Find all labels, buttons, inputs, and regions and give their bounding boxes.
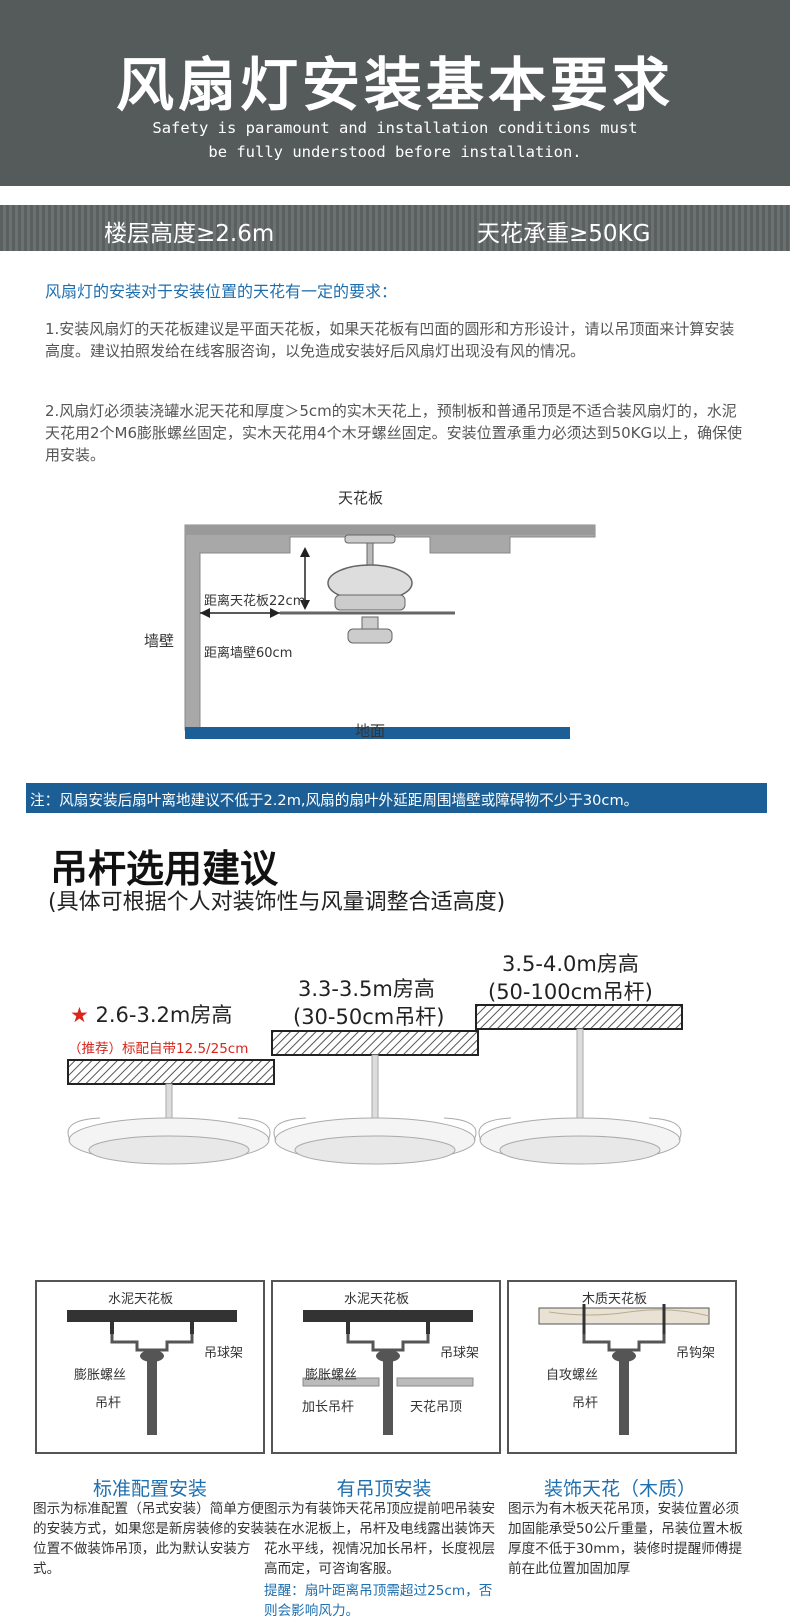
option-2-sub: (30-50cm吊杆) bbox=[293, 1005, 445, 1029]
note-bar bbox=[26, 783, 767, 813]
card-3-ceiling-label: 木质天花板 bbox=[582, 1292, 648, 1307]
intro-paragraph-1: 1.安装风扇灯的天花板建议是平面天花板，如果天花板有凹面的圆形和方形设计，请以吊… bbox=[45, 320, 735, 360]
ceiling-label: 天花板 bbox=[338, 489, 384, 507]
header-banner bbox=[0, 0, 790, 186]
fan-2 bbox=[273, 1054, 477, 1165]
floor-bar bbox=[185, 727, 570, 739]
card-1-ceiling-label: 水泥天花板 bbox=[108, 1292, 174, 1307]
ceiling-block-1 bbox=[67, 1059, 275, 1085]
option-2-title: 3.3-3.5m房高 bbox=[298, 977, 435, 1001]
subtitle-line-1: Safety is paramount and installation con… bbox=[152, 119, 638, 137]
card-3-label-rod: 吊杆 bbox=[572, 1396, 599, 1411]
card-2-ceiling-label: 水泥天花板 bbox=[344, 1292, 410, 1307]
standard-install-diagram bbox=[67, 1310, 237, 1435]
option-1-title: ★ 2.6-3.2m房高 bbox=[70, 1003, 233, 1027]
ceiling-block-3 bbox=[475, 1004, 683, 1030]
card-2-text: 图示为有装饰天花吊顶应提前吧吊装安装在水泥板上，吊杆及电线露出装饰天花水平线，视… bbox=[264, 1501, 496, 1577]
card-1-label-rod: 吊杆 bbox=[95, 1396, 122, 1411]
wall-distance-label: 距离墙壁60cm bbox=[204, 646, 293, 661]
requirements-bar bbox=[0, 205, 790, 251]
intro-paragraph-2: 2.风扇灯必须装浇罐水泥天花和厚度＞5cm的实木天花上，预制板和普通吊顶是不适合… bbox=[45, 402, 743, 464]
card-3-title: 装饰天花（木质） bbox=[543, 1478, 696, 1500]
ceiling-slab bbox=[185, 525, 595, 535]
page-subtitle: Safety is paramount and installation con… bbox=[0, 116, 790, 164]
floor-height-requirement: 楼层高度≥2.6m bbox=[104, 221, 275, 247]
card-2-label-screw: 膨胀螺丝 bbox=[305, 1368, 358, 1383]
card-3-label-hook: 吊钩架 bbox=[676, 1346, 716, 1361]
card-1-label-bracket: 吊球架 bbox=[204, 1346, 244, 1361]
suspended-ceiling-diagram bbox=[302, 1310, 474, 1435]
fan-1 bbox=[67, 1083, 271, 1165]
card-2-label-ext-rod: 加长吊杆 bbox=[302, 1400, 355, 1415]
ceiling-wall-structure bbox=[184, 524, 596, 731]
card-2-label-false-ceiling: 天花吊顶 bbox=[410, 1400, 463, 1415]
ceiling-distance-label: 距离天花板22cm bbox=[204, 594, 306, 609]
card-1-title: 标准配置安装 bbox=[92, 1478, 207, 1500]
intro-heading: 风扇灯的安装对于安装位置的天花有一定的要求： bbox=[45, 282, 398, 301]
card-2-warning: 提醒：扇叶距离吊顶需超过25cm，否则会影响风力。 bbox=[264, 1583, 493, 1619]
wood-ceiling-diagram bbox=[538, 1304, 710, 1435]
ceiling-block-2 bbox=[271, 1030, 479, 1056]
option-3-sub: (50-100cm吊杆) bbox=[488, 980, 653, 1004]
option-3-title: 3.5-4.0m房高 bbox=[502, 952, 639, 976]
card-1-text: 图示为标准配置（吊式安装）简单方便的安装方式，如果您是新房装修的安装位置不做装饰… bbox=[33, 1501, 265, 1577]
page-title: 风扇灯安装基本要求 bbox=[115, 51, 674, 119]
card-2-label-bracket: 吊球架 bbox=[440, 1346, 480, 1361]
wall-label: 墙壁 bbox=[144, 632, 175, 650]
card-2-title: 有吊顶安装 bbox=[336, 1478, 432, 1500]
downrod-title: 吊杆选用建议 bbox=[50, 847, 279, 891]
ceiling-load-requirement: 天花承重≥50KG bbox=[477, 221, 651, 247]
star-icon: ★ bbox=[70, 1003, 89, 1027]
note-text: 注：风扇安装后扇叶离地建议不低于2.2m,风扇的扇叶外延距周围墙壁或障碍物不少于… bbox=[30, 792, 639, 809]
card-3-label-screw: 自攻螺丝 bbox=[546, 1368, 599, 1383]
downrod-fans-illustration bbox=[67, 1004, 683, 1165]
installation-diagram bbox=[184, 524, 596, 739]
subtitle-line-2: be fully understood before installation. bbox=[208, 143, 582, 161]
card-1-label-screw: 膨胀螺丝 bbox=[74, 1368, 127, 1383]
floor-label: 地面 bbox=[355, 722, 386, 740]
ceiling-fan-drawing bbox=[280, 534, 455, 644]
downrod-subtitle: (具体可根据个人对装饰性与风量调整合适高度) bbox=[48, 890, 506, 915]
card-3-text: 图示为有木板天花吊顶，安装位置必须加固能承受50公斤重量，吊装位置木板厚度不低于… bbox=[508, 1501, 743, 1577]
option-1-note: （推荐）标配自带12.5/25cm bbox=[68, 1041, 249, 1057]
fan-3 bbox=[478, 1028, 682, 1165]
